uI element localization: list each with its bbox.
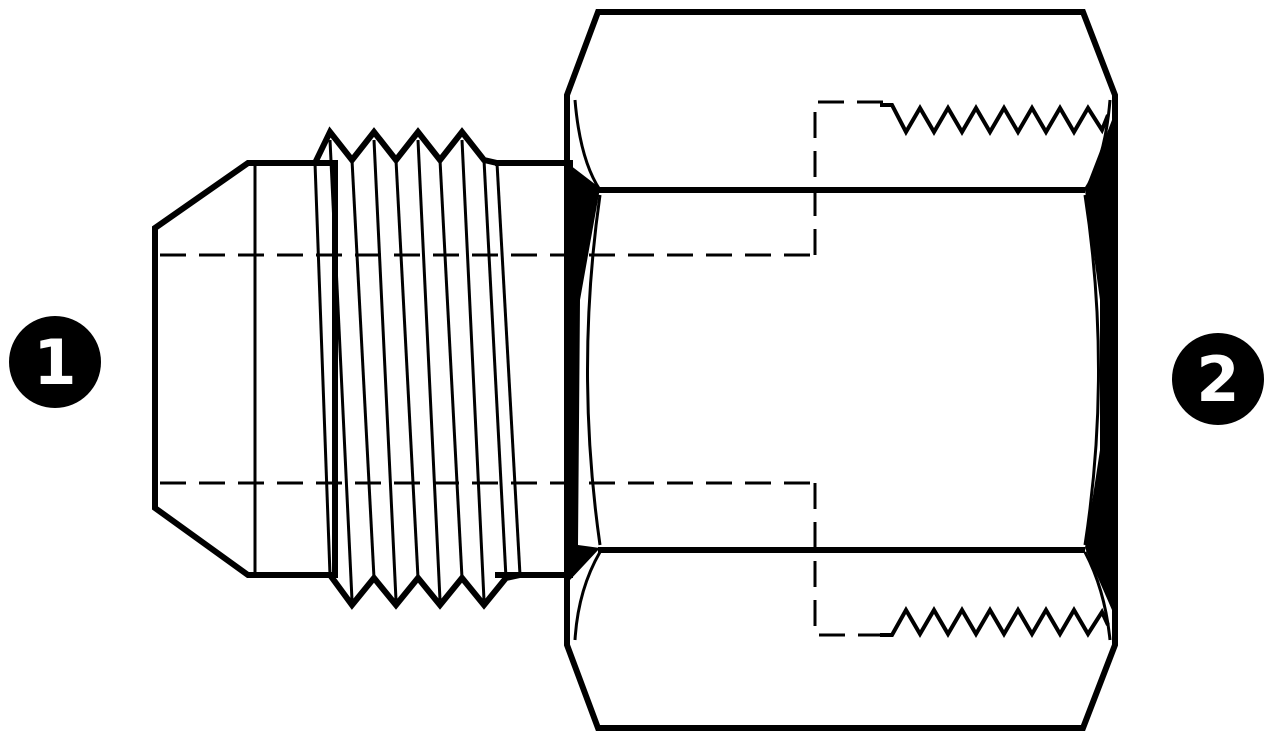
port-1-label: 1	[33, 326, 76, 399]
port-2-circle	[1172, 333, 1264, 425]
port-2-marker: 2	[1172, 333, 1264, 425]
hidden-bore-lines	[160, 100, 885, 637]
port-1-marker: 1	[9, 316, 101, 408]
female-internal-threads	[880, 103, 1110, 638]
male-flare-end	[152, 160, 338, 578]
port-2-label: 2	[1196, 343, 1239, 416]
male-thread-section	[312, 126, 573, 610]
female-hex-body	[564, 9, 1118, 731]
port-1-circle	[9, 316, 101, 408]
